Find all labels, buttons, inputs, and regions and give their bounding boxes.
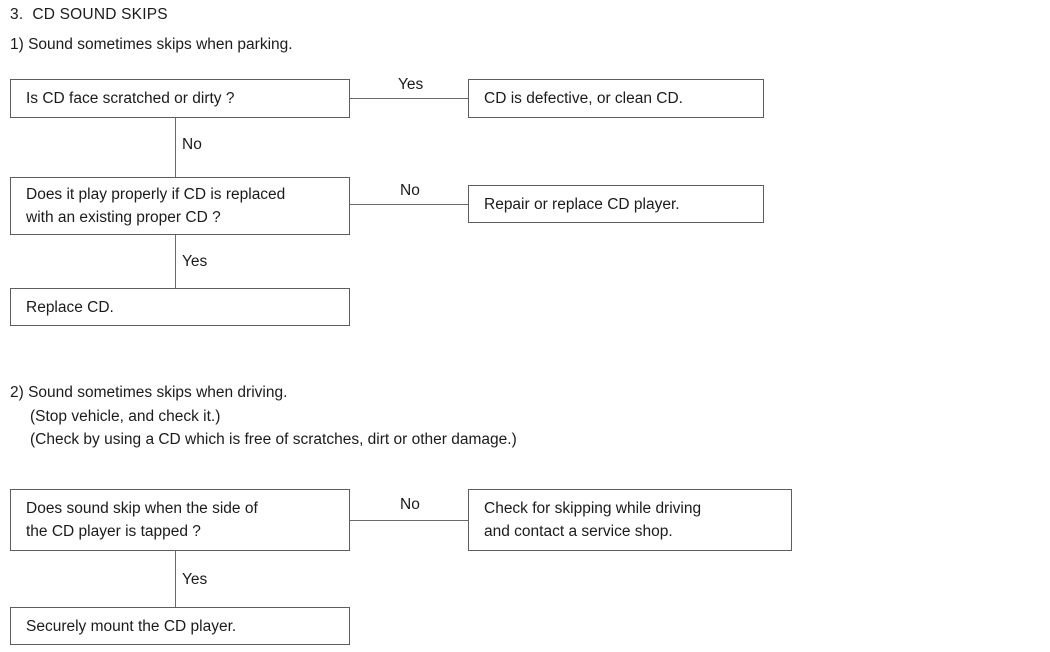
flow2-decision1-no-connector: [350, 519, 468, 522]
flow2-decision1-yes-result-box: Securely mount the CD player.: [10, 607, 350, 645]
flow2-decision1-no-result-box: Check for skipping while driving and cont…: [468, 489, 792, 551]
flow1-decision2-no-result-box: Repair or replace CD player.: [468, 185, 764, 223]
flow1-decision1-yes-connector: [350, 97, 468, 100]
case2-intro-line1: 2) Sound sometimes skips when driving.: [10, 384, 288, 401]
flow2-decision1-box: Does sound skip when the side of the CD p…: [10, 489, 350, 551]
case2-intro-line3: (Check by using a CD which is free of sc…: [30, 431, 517, 448]
flow1-decision1-no-connector: [174, 118, 177, 185]
flow1-decision1-box: Is CD face scratched or dirty ?: [10, 79, 350, 118]
flow2-decision1-line1: Does sound skip when the side of: [26, 500, 258, 517]
flow1-decision2-yes-result-label: Replace CD.: [26, 298, 114, 316]
flow2-no-result-line2: and contact a service shop.: [484, 523, 673, 540]
flow2-decision1-yes-connector: [174, 551, 177, 607]
flow2-decision1-no-label: No: [400, 496, 420, 513]
flow2-no-result-line1: Check for skipping while driving: [484, 500, 702, 517]
flow1-decision1-yes-label: Yes: [398, 76, 424, 93]
flow2-decision1-line2: the CD player is tapped ?: [26, 523, 201, 540]
case2-intro-line2: (Stop vehicle, and check it.): [30, 408, 221, 425]
flow1-decision2-yes-result-box: Replace CD.: [10, 288, 350, 326]
case1-intro-text: 1) Sound sometimes skips when parking.: [10, 36, 293, 53]
flow1-decision2-line2: with an existing proper CD ?: [26, 209, 221, 226]
flow2-decision1-label: Does sound skip when the side of the CD p…: [11, 497, 258, 543]
flow1-decision1-no-label: No: [182, 136, 202, 153]
flow1-decision1-label: Is CD face scratched or dirty ?: [26, 90, 235, 107]
flow1-decision1-yes-result-label: CD is defective, or clean CD.: [484, 90, 683, 107]
flow2-decision1-no-result-label: Check for skipping while driving and cont…: [469, 497, 701, 543]
flow1-decision2-yes-connector: [174, 235, 177, 288]
flow1-decision2-yes-label: Yes: [182, 253, 208, 270]
flow1-decision2-no-result-label: Repair or replace CD player.: [484, 195, 680, 213]
flow2-decision1-yes-label: Yes: [182, 571, 208, 588]
flow1-decision2-no-label: No: [400, 182, 420, 199]
page-title: 3. CD SOUND SKIPS: [10, 6, 168, 23]
flow1-decision1-yes-result-box: CD is defective, or clean CD.: [468, 79, 764, 118]
flow1-decision2-box: Does it play properly if CD is replaced w…: [10, 177, 350, 235]
flow2-decision1-yes-result-label: Securely mount the CD player.: [26, 617, 237, 635]
flow1-decision2-label: Does it play properly if CD is replaced w…: [11, 183, 285, 229]
flow1-decision2-line1: Does it play properly if CD is replaced: [26, 186, 286, 203]
flow1-decision2-no-connector: [350, 203, 468, 206]
